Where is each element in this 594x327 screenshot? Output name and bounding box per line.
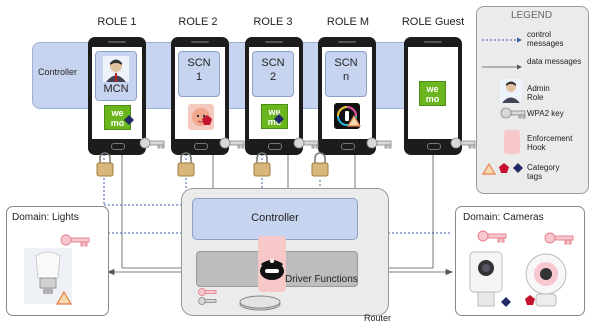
- key-icon: [450, 137, 476, 149]
- baby-monitor-icon: [525, 253, 567, 307]
- pink-key-icon: [544, 232, 574, 245]
- security-camera-icon: [469, 251, 503, 307]
- enforcer-police-icon: [260, 259, 284, 280]
- navy-diamond-tag-icon: [274, 114, 284, 124]
- padlock-icon: [253, 152, 271, 177]
- legend-category-tags: Category tags: [527, 163, 560, 181]
- role-3-label: ROLE 3: [253, 16, 293, 28]
- legend-title: LEGEND: [510, 10, 553, 21]
- orange-triangle-tag-icon: [55, 290, 73, 305]
- key-icon: [366, 137, 392, 149]
- orange-triangle-tag-icon: [481, 162, 497, 175]
- mcn-label: MCN: [103, 83, 129, 95]
- wpa2-key-icon: [500, 107, 526, 119]
- legend-box: [476, 6, 589, 194]
- router-label: Router: [364, 313, 392, 323]
- scn-1-label: SCN: [187, 57, 211, 69]
- enforcement-hook-swatch: [504, 130, 520, 154]
- admin-role-icon: [500, 79, 522, 103]
- padlock-icon: [311, 152, 329, 177]
- role-2-label: ROLE 2: [178, 16, 218, 28]
- scn-2-number: 2: [269, 71, 277, 83]
- red-pentagon-tag-icon: [525, 295, 535, 305]
- scn-1-panel: SCN 1: [178, 51, 220, 97]
- scn-n-number: n: [342, 71, 350, 83]
- scn-1-number: 1: [195, 71, 203, 83]
- driver-functions-label: Driver Functions: [285, 274, 358, 285]
- domain-cameras-title: Domain: Cameras: [463, 212, 544, 223]
- phone-role-2: SCN 1: [171, 37, 229, 155]
- router-controller: Controller: [192, 198, 358, 240]
- navy-diamond-tag-icon: [124, 115, 134, 125]
- domain-lights-content: [24, 234, 90, 305]
- phone-role-m: SCN n: [318, 37, 376, 155]
- red-pentagon-tag-icon: [202, 115, 212, 125]
- key-icon: [198, 297, 217, 305]
- padlock-icon: [96, 152, 114, 177]
- role-m-label: ROLE M: [326, 16, 370, 28]
- scn-2-panel: SCN 2: [252, 51, 294, 97]
- padlock-icon: [177, 152, 195, 177]
- admin-avatar-icon: [103, 56, 129, 82]
- role-guest-label: ROLE Guest: [401, 16, 465, 28]
- orange-triangle-tag-icon: [346, 114, 362, 127]
- router-keys-and-device: [198, 288, 281, 311]
- pink-key-icon: [60, 234, 90, 247]
- key-icon: [139, 137, 165, 149]
- scn-n-panel: SCN n: [325, 51, 367, 97]
- legend-data-messages: data messages: [527, 57, 582, 66]
- role-1-label: ROLE 1: [97, 16, 137, 28]
- red-pentagon-tag-icon: [499, 163, 509, 173]
- legend-control-messages: control messages: [527, 30, 564, 48]
- light-bulb-icon: [35, 251, 61, 294]
- domain-lights-title: Domain: Lights: [12, 212, 79, 223]
- scn-n-label: SCN: [334, 57, 358, 69]
- navy-diamond-tag-icon: [513, 163, 523, 173]
- domain-cameras-content: [469, 230, 574, 307]
- controller-band-label: Controller: [38, 67, 78, 77]
- domain-lights-box: [6, 206, 109, 316]
- pink-key-icon: [477, 230, 507, 243]
- legend-wpa2-key: WPA2 key: [527, 109, 564, 118]
- scn-2-label: SCN: [261, 57, 285, 69]
- key-icon: [219, 137, 245, 149]
- legend-admin-role: Admin Role: [527, 84, 550, 102]
- legend-symbols: [481, 37, 526, 175]
- navy-diamond-tag-icon: [501, 297, 511, 307]
- key-icon: [293, 137, 319, 149]
- mcn-panel: MCN: [95, 51, 137, 101]
- legend-enforcement-hook: Enforcement Hook: [527, 134, 573, 152]
- pink-key-icon: [198, 288, 217, 296]
